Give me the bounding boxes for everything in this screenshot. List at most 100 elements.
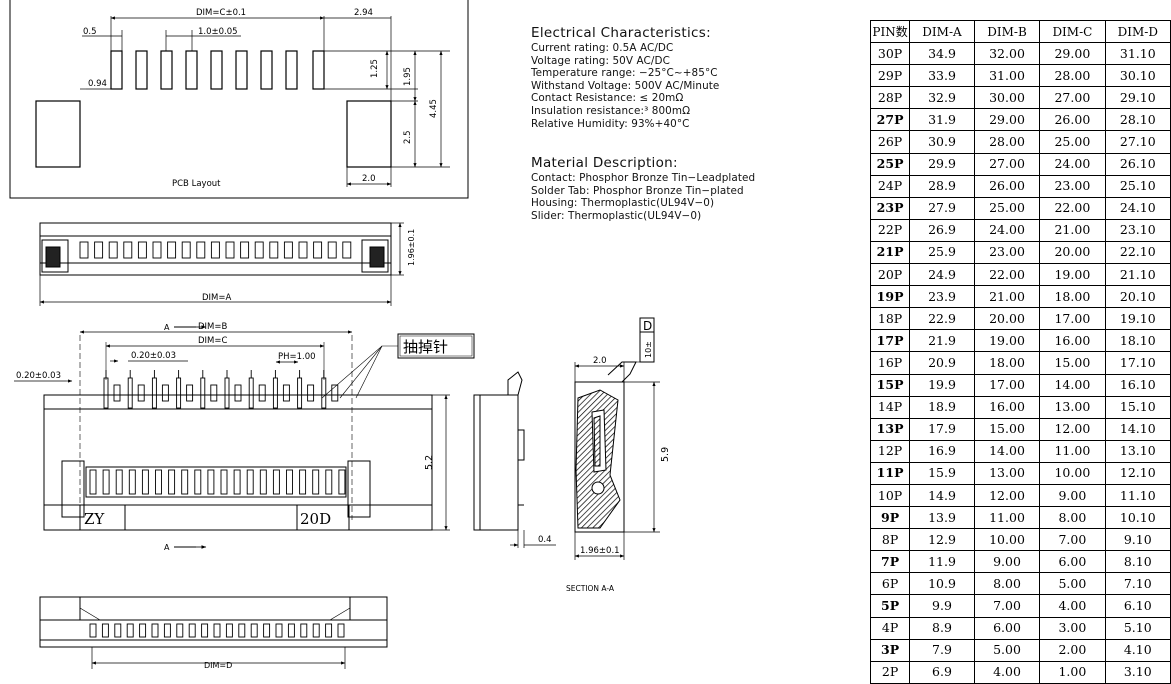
pitch-left-label: 0.20±0.03 [16,371,61,381]
dimension-cell: 25.9 [909,240,975,265]
slider-tooth [141,469,149,495]
dimension-cell: 28.10 [1104,108,1171,132]
dim-195-label: 1.95 [403,67,413,86]
top-view-slider-teeth [89,469,346,495]
slider-tooth [207,469,215,495]
dim-c-label: DIM=C±0.1 [196,8,246,18]
dimension-cell: 28.00 [1039,64,1106,88]
slider-tooth [155,469,162,495]
dimension-cell: 26.00 [973,174,1041,198]
dimension-cell: 8.00 [1039,506,1106,530]
dimension-cell: 7.00 [973,594,1041,618]
dimension-cell: 15.10 [1104,395,1171,419]
side-view [473,371,556,548]
top-view [14,325,450,549]
top-contact-pin [248,377,254,409]
electrical-line: Contact Resistance: ≤ 20mΩ [531,92,684,105]
dimension-cell: 24.00 [973,218,1041,242]
pin-count-cell: 20P [869,263,911,287]
pin-count-cell: 21P [869,240,911,265]
dimension-cell: 19.00 [1039,263,1106,287]
dimension-cell: 25.00 [973,196,1041,220]
section-a-top-label: A [164,323,170,332]
revision-tag: D 10± [639,317,655,363]
bottom-contact [114,623,122,638]
dimension-cell: 7.9 [909,638,975,662]
pin-count-cell: 25P [869,152,911,176]
dimension-cell: 24.9 [909,263,975,287]
front-contact [298,241,308,259]
front-contact [225,241,235,259]
pin-count-cell: 11P [869,461,911,485]
slider-tooth [286,469,293,495]
dimension-cell: 20.00 [1039,240,1106,265]
dimension-cell: 12.00 [973,483,1041,508]
slider-tooth [325,469,333,495]
top-contact-pin [321,377,327,409]
dimension-cell: 8.00 [973,572,1041,596]
bottom-contact [126,623,134,638]
dimension-cell: 24.10 [1104,196,1171,220]
pin-count-cell: 29P [869,64,911,88]
electrical-line: Relative Humidity: 93%+40°C [531,117,690,130]
dimension-cell: 4.00 [1039,594,1106,618]
front-contact [152,241,162,259]
dimension-cell: 23.10 [1104,218,1171,242]
dimension-cell: 21.9 [909,329,975,353]
dimension-cell: 18.9 [909,395,975,419]
dimension-cell: 30.9 [909,130,975,154]
front-contact [327,241,337,259]
slider-tooth [233,469,241,495]
dimension-cell: 13.10 [1104,439,1171,463]
dim-196-label: 1.96±0.1 [580,546,620,556]
dimension-cell: 17.00 [1039,307,1106,331]
dimension-cell: 22.10 [1104,240,1171,265]
dimension-cell: 27.10 [1104,130,1171,154]
bottom-contact [250,623,258,638]
dim-125-label: 1.25 [370,59,380,78]
section-a-bottom-label: A [164,543,170,552]
section-view [574,361,660,560]
dimension-cell: 18.10 [1104,329,1171,353]
dimension-cell: 2.00 [1039,638,1106,662]
slider-tooth [272,469,280,495]
dimension-cell: 9.10 [1104,528,1171,552]
dim-05-label: 0.5 [83,27,97,37]
front-contact [313,241,323,259]
ph-label: PH=1.00 [278,352,316,362]
dimension-cell: 18.00 [973,351,1041,375]
dimension-cell: 6.9 [909,660,975,684]
dimension-cell: 13.00 [973,461,1041,485]
bottom-view-contacts [89,623,345,638]
bottom-contact [263,623,271,638]
slider-tooth [89,469,97,495]
dimension-cell: 8.10 [1104,550,1171,574]
pin-count-cell: 18P [869,307,911,331]
dimension-cell: 17.9 [909,417,975,441]
dim-20-section-label: 2.0 [593,356,607,366]
dimension-cell: 4.00 [973,660,1041,684]
pin-count-cell: 14P [869,395,911,419]
bottom-contact [151,623,159,638]
front-contact [79,241,89,259]
dimension-cell: 27.00 [1039,86,1106,110]
front-view [39,222,404,306]
bottom-contact [325,623,333,638]
dim-b-label: DIM=B [198,322,228,332]
dimension-cell: 23.00 [973,240,1041,265]
front-contact [342,241,352,259]
dimension-cell: 25.10 [1104,174,1171,198]
dimension-cell: 13.9 [909,506,975,530]
slider-tooth [194,469,202,495]
